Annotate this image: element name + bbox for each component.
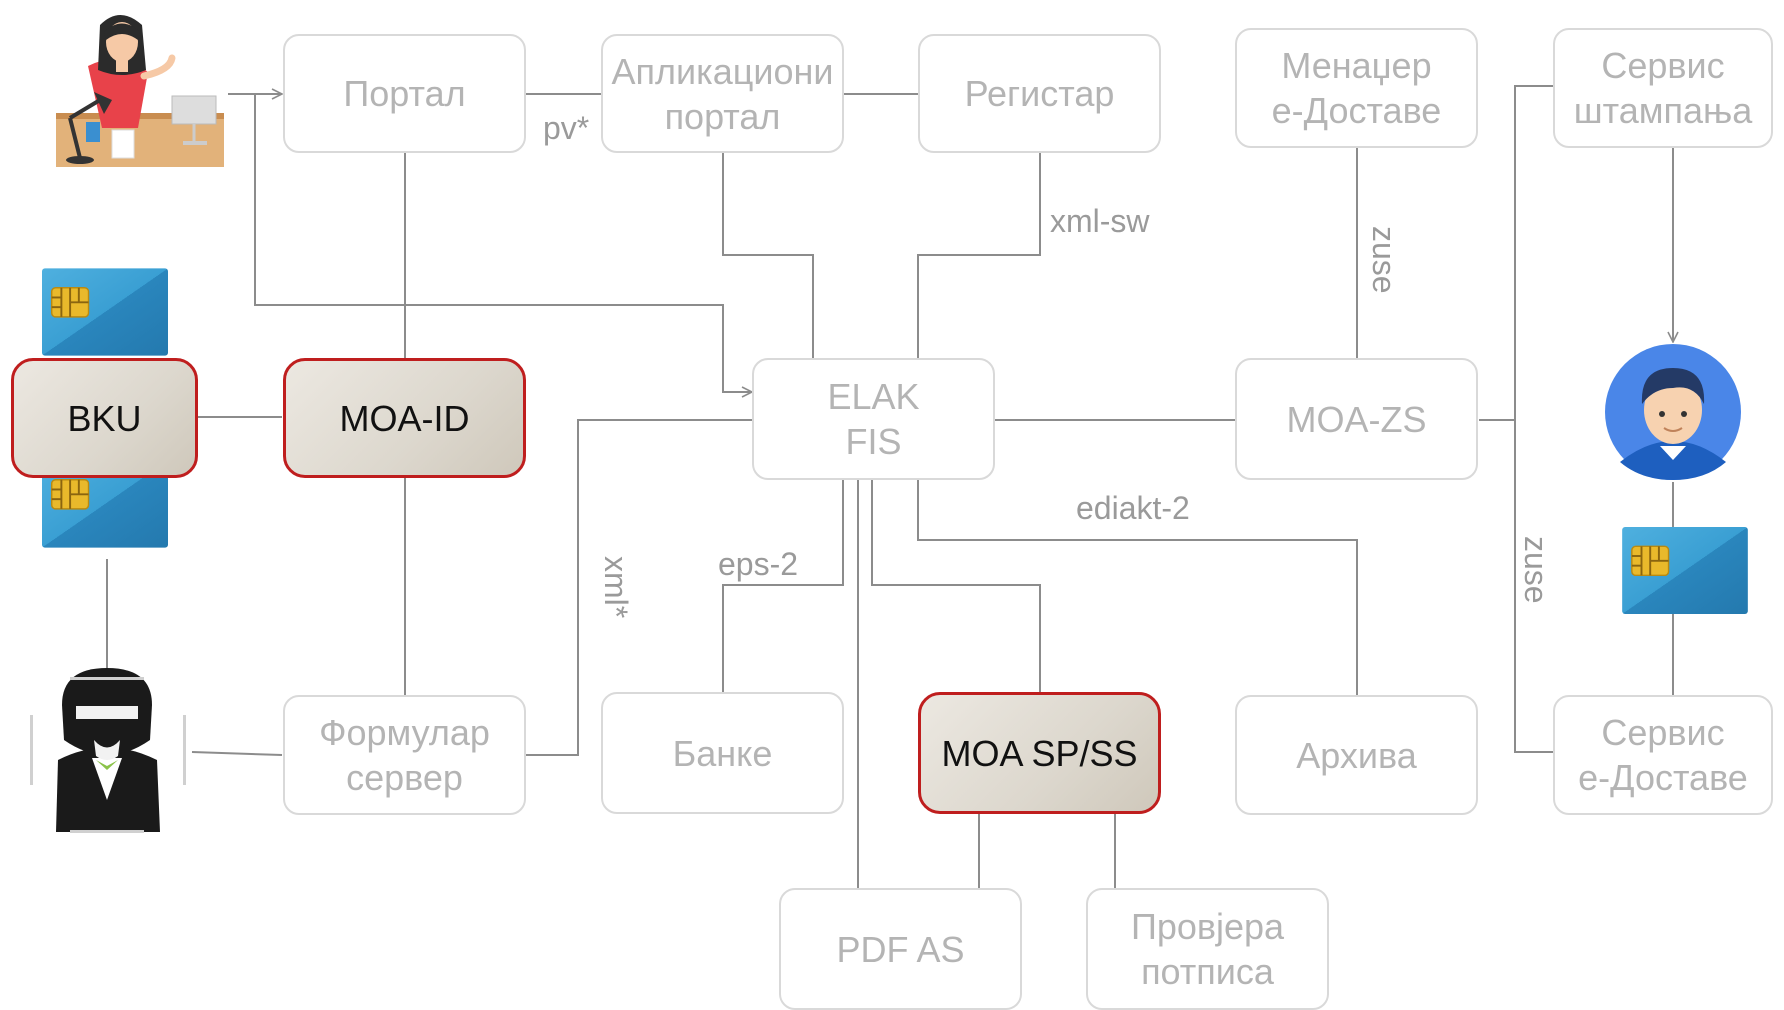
banks-label: Банке — [672, 732, 773, 774]
edge-label-pv: pv* — [543, 110, 590, 146]
moa-zs-label: MOA-ZS — [1286, 398, 1427, 440]
user-avatar-icon — [1605, 344, 1741, 480]
print-service-label: Сервис штампања — [1573, 45, 1753, 131]
registry-label: Регистар — [964, 73, 1115, 114]
pdf-as-box[interactable]: PDF AS — [779, 888, 1022, 1010]
registry-box[interactable]: Регистар — [918, 34, 1161, 153]
portal-box[interactable]: Портал — [283, 34, 526, 153]
archive-label: Архива — [1296, 734, 1417, 776]
delivery-manager-box[interactable]: Менаџер е-Доставе — [1235, 28, 1478, 148]
moa-id-label: MOA-ID — [339, 397, 470, 439]
signature-check-label: Провјера потписа — [1130, 906, 1285, 992]
edge-label-xml-sw: xml-sw — [1050, 203, 1150, 239]
bku-box[interactable]: BKU — [11, 358, 198, 478]
elak-fis-label: ELAK FIS — [827, 376, 920, 462]
moa-sp-ss-box[interactable]: MOA SP/SS — [918, 692, 1161, 814]
edge-label-xml: xml* — [598, 556, 634, 619]
edge-label-zuse-right: zuse — [1518, 536, 1554, 604]
form-server-label: Формулар сервер — [319, 712, 490, 798]
woman-at-desk-icon — [56, 15, 224, 167]
delivery-service-label: Сервис е-Доставе — [1578, 712, 1748, 798]
hacker-icon — [30, 668, 186, 833]
moa-zs-box[interactable]: MOA-ZS — [1235, 358, 1478, 480]
bku-label: BKU — [67, 397, 142, 439]
print-service-box[interactable]: Сервис штампања — [1553, 28, 1773, 148]
delivery-service-box[interactable]: Сервис е-Доставе — [1553, 695, 1773, 815]
connector-lines — [106, 85, 1673, 888]
elak-fis-box[interactable]: ELAK FIS — [752, 358, 995, 480]
edge-label-eps: eps-2 — [718, 546, 799, 582]
smart-card-icon — [42, 267, 168, 357]
moa-sp-ss-label: MOA SP/SS — [941, 732, 1138, 774]
portal-label: Портал — [343, 73, 466, 114]
delivery-manager-label: Менаџер е-Доставе — [1271, 45, 1442, 131]
moa-id-box[interactable]: MOA-ID — [283, 358, 526, 478]
smart-card-icon — [1622, 527, 1748, 614]
app-portal-label: Апликациони портал — [611, 50, 834, 137]
signature-check-box[interactable]: Провјера потписа — [1086, 888, 1329, 1010]
edge-label-zuse-top: zuse — [1366, 226, 1402, 294]
pdf-as-label: PDF AS — [836, 928, 965, 970]
app-portal-box[interactable]: Апликациони портал — [601, 34, 844, 153]
archive-box[interactable]: Архива — [1235, 695, 1478, 815]
edge-label-ediakt: ediakt-2 — [1076, 490, 1190, 526]
form-server-box[interactable]: Формулар сервер — [283, 695, 526, 815]
banks-box[interactable]: Банке — [601, 692, 844, 814]
